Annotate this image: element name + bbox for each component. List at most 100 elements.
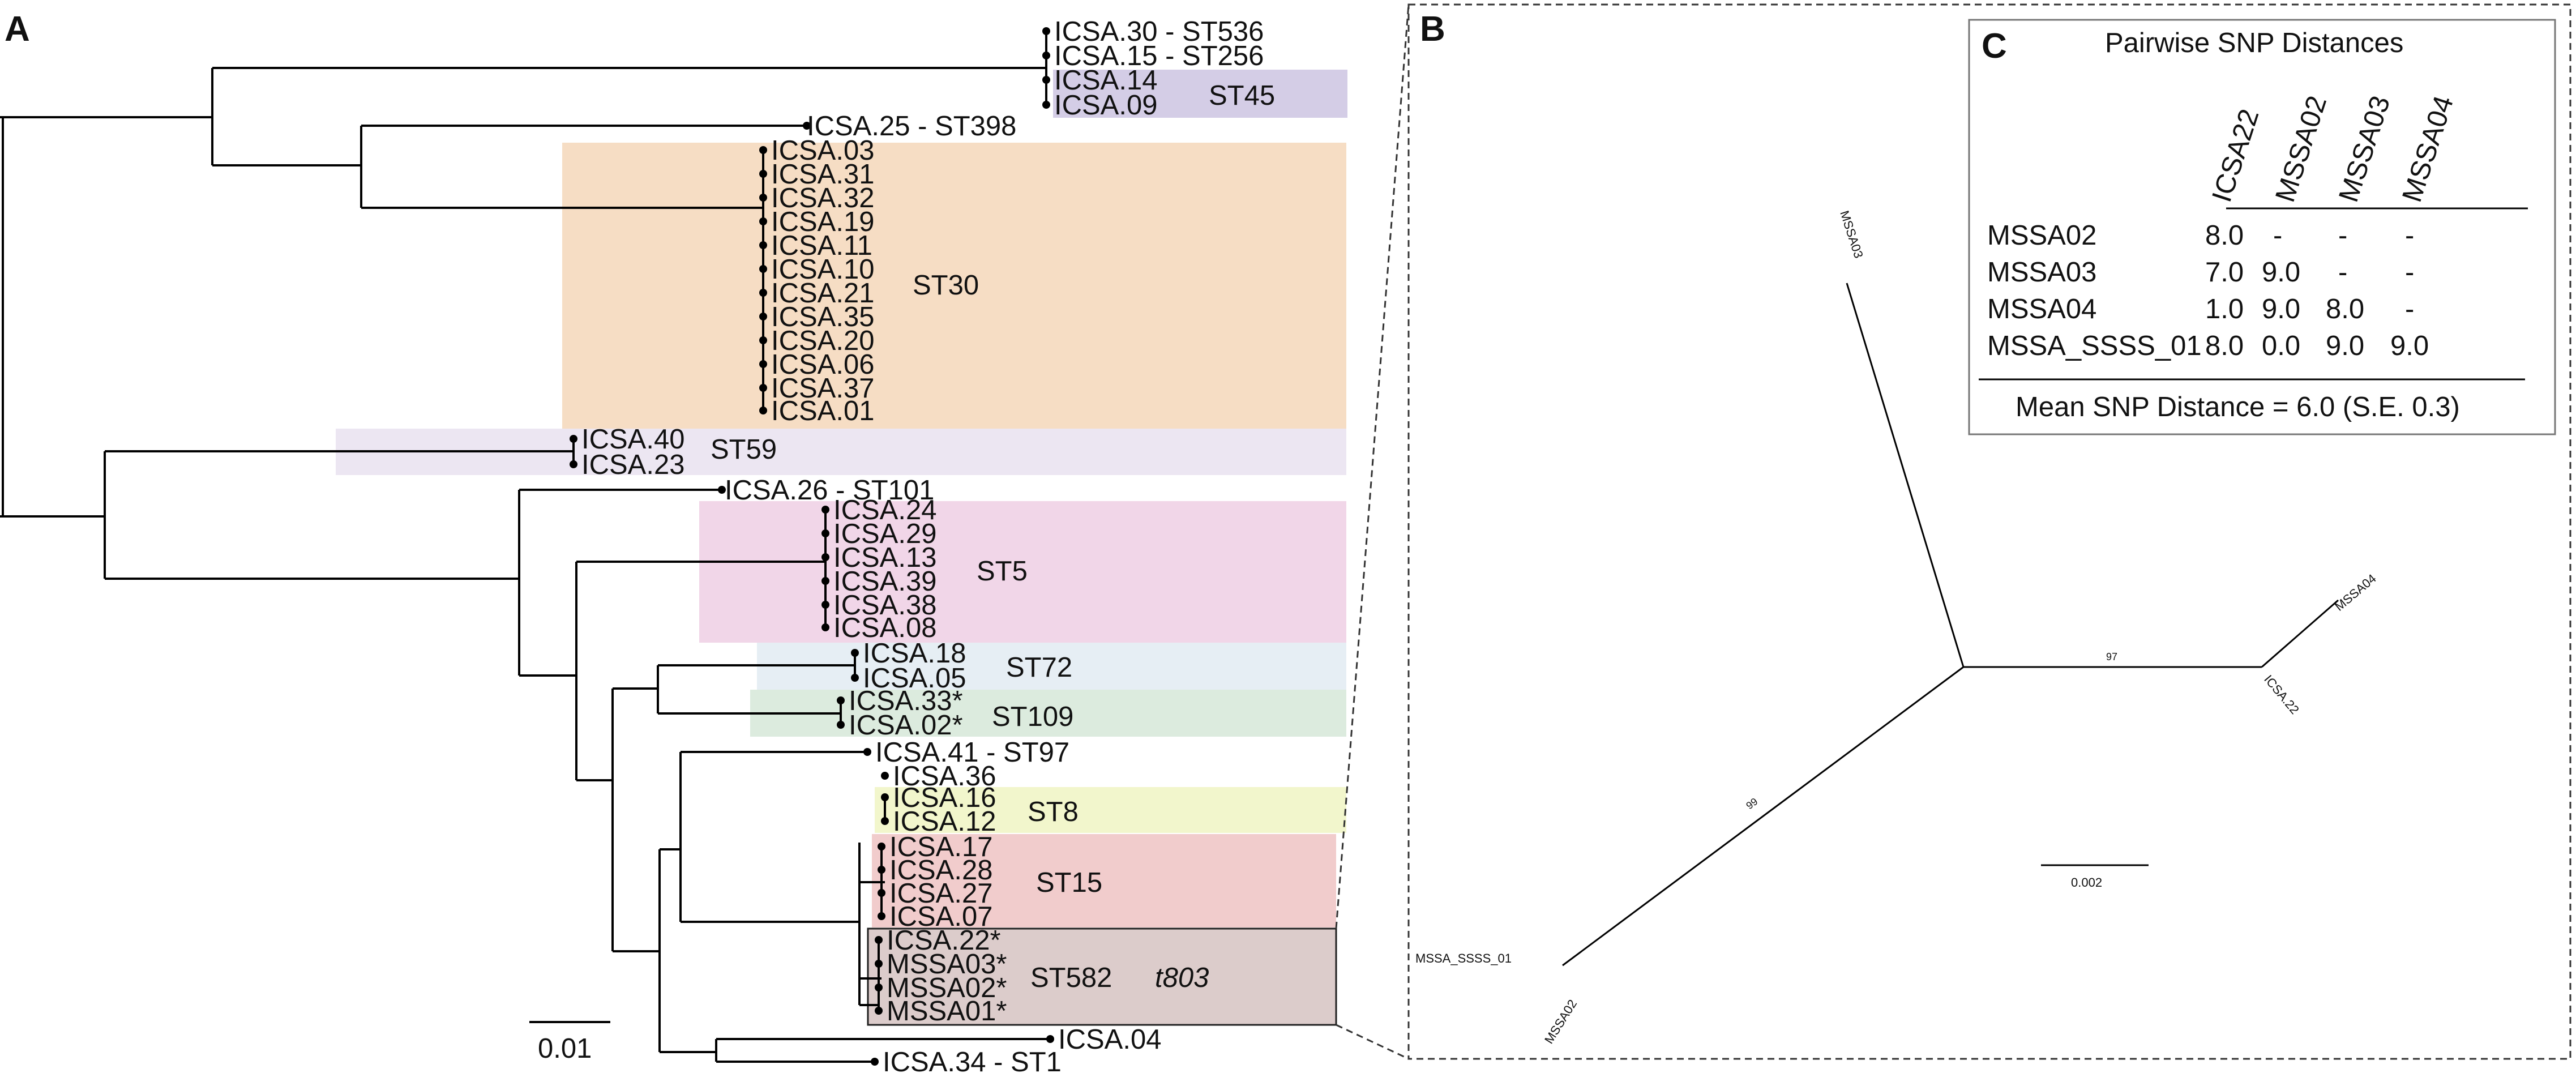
snp-cell: 8.0	[2205, 331, 2244, 361]
snp-table-title: Pairwise SNP Distances	[2105, 28, 2403, 58]
clade-label-st8: ST8	[1028, 797, 1079, 827]
node-label-icsa22: ICSA.22	[2261, 672, 2302, 717]
taxon-label: ICSA.20	[771, 326, 874, 356]
panel-a-letter: A	[5, 10, 30, 49]
taxon-label: ICSA.38	[833, 590, 936, 621]
bootstrap-label: 99	[1744, 796, 1760, 811]
snp-row-name: MSSA02	[1987, 220, 2096, 251]
taxon-label: ICSA.22*	[887, 925, 1001, 956]
taxon-label: ICSA.16	[893, 783, 996, 813]
unrooted-tree	[1562, 283, 2339, 967]
clade-box-st5	[699, 501, 1346, 643]
taxon-label: ICSA.30 - ST536	[1054, 16, 1264, 47]
taxon-label: ICSA.40	[581, 424, 684, 455]
clade-labels: ST45 ST30 ST59 ST5 ST72 ST109 ST8 ST15 S…	[711, 80, 1275, 993]
taxon-label: ICSA.17	[889, 832, 992, 862]
taxon-label: ICSA.11	[771, 230, 872, 261]
clade-box-st109	[750, 690, 1346, 737]
taxon-label: ICSA.37	[771, 373, 874, 404]
clade-box-st45	[1053, 70, 1347, 118]
scale-label-a: 0.01	[538, 1033, 592, 1064]
snp-cell: -	[2273, 220, 2282, 251]
scale-label-b: 0.002	[2071, 875, 2102, 890]
clade-box-st30	[562, 143, 1346, 429]
taxon-label: ICSA.13	[833, 542, 936, 573]
panel-b-letter: B	[1420, 10, 1445, 49]
clade-label-st30: ST30	[913, 270, 979, 301]
taxon-label: ICSA.28	[889, 855, 992, 886]
taxon-label: ICSA.12	[893, 806, 996, 837]
taxon-label: ICSA.05	[863, 663, 966, 694]
clade-box-st15	[872, 834, 1336, 927]
taxon-label: ICSA.35	[771, 302, 874, 332]
taxon-label: ICSA.23	[581, 450, 684, 480]
snp-cell: 9.0	[2326, 331, 2364, 361]
clade-label-st72: ST72	[1006, 652, 1072, 683]
taxon-label: ICSA.41 - ST97	[875, 737, 1069, 768]
taxon-label: ICSA.26 - ST101	[725, 475, 934, 506]
bootstrap-label: 97	[2106, 651, 2117, 662]
taxon-label: ICSA.03	[771, 135, 874, 166]
taxon-label: MSSA01*	[887, 996, 1007, 1027]
snp-cell: -	[2405, 220, 2414, 251]
snp-mean-footer: Mean SNP Distance = 6.0 (S.E. 0.3)	[2016, 392, 2460, 422]
zoom-connectors	[1335, 3, 2571, 1060]
snp-cell: -	[2338, 220, 2347, 251]
taxon-label: ICSA.29	[833, 519, 936, 549]
snp-cell: 7.0	[2205, 257, 2244, 288]
clade-box-st8	[875, 787, 1346, 833]
panel-c-frame	[1968, 19, 2556, 435]
panel-b-frame	[1407, 3, 2571, 1060]
clade-label-st45: ST45	[1209, 80, 1275, 111]
snp-row-name: MSSA03	[1987, 257, 2096, 288]
node-label-mssa02: MSSA02	[1542, 997, 1580, 1046]
snp-cell: 8.0	[2205, 220, 2244, 251]
taxon-label: ICSA.07	[889, 901, 992, 932]
snp-table-rows: MSSA02 8.0 - - - MSSA03 7.0 9.0 - - MSSA…	[1987, 220, 2429, 361]
taxon-label: ICSA.02*	[849, 710, 963, 741]
taxon-label: ICSA.09	[1054, 90, 1157, 121]
taxon-label: MSSA02*	[887, 973, 1007, 1003]
taxon-label: ICSA.15 - ST256	[1054, 41, 1264, 71]
taxon-label: ICSA.25 - ST398	[807, 111, 1016, 142]
clade-label-st59: ST59	[711, 434, 777, 465]
snp-row-name: MSSA_SSSS_01	[1987, 331, 2202, 361]
taxon-label: ICSA.19	[771, 207, 874, 237]
snp-cell: 9.0	[2262, 294, 2300, 324]
taxon-label: ICSA.10	[771, 254, 874, 285]
snp-row-name: MSSA04	[1987, 294, 2096, 324]
spa-type-label: t803	[1155, 963, 1209, 993]
node-label-mssa-ssss-01: MSSA_SSSS_01	[1415, 951, 1512, 965]
clade-label-st15: ST15	[1036, 867, 1102, 898]
snp-cell: -	[2338, 257, 2347, 288]
clade-box-st582	[867, 927, 1337, 1026]
snp-cell: 1.0	[2205, 294, 2244, 324]
taxon-label: ICSA.14	[1054, 65, 1157, 96]
tree-branches	[0, 31, 1050, 1063]
snp-cell: 9.0	[2262, 257, 2300, 288]
snp-cell: 0.0	[2262, 331, 2300, 361]
taxon-label: MSSA03*	[887, 949, 1007, 980]
clade-label-st582: ST582	[1030, 963, 1112, 993]
taxon-label: ICSA.21	[771, 278, 874, 309]
taxon-label: ICSA.06	[771, 349, 874, 380]
clade-label-st109: ST109	[992, 702, 1073, 732]
taxon-label: ICSA.24	[833, 495, 936, 525]
snp-cell: -	[2405, 257, 2414, 288]
taxon-label: ICSA.39	[833, 566, 936, 597]
taxon-label: ICSA.18	[863, 638, 966, 669]
taxon-label: ICSA.36	[893, 761, 996, 792]
taxon-label: ICSA.01	[771, 396, 874, 426]
taxon-label: ICSA.08	[833, 613, 936, 643]
node-label-mssa03: MSSA03	[1837, 209, 1866, 260]
taxon-label: ICSA.31	[771, 159, 874, 190]
taxon-label: ICSA.32	[771, 183, 874, 213]
panel-c-letter: C	[1982, 27, 2007, 66]
node-label-mssa04: MSSA04	[2332, 571, 2379, 614]
snp-cell: 9.0	[2390, 331, 2429, 361]
taxon-label: ICSA.33*	[849, 686, 963, 716]
snp-cell: 8.0	[2326, 294, 2364, 324]
clade-label-st5: ST5	[977, 556, 1028, 587]
taxon-label: ICSA.34 - ST1	[883, 1047, 1062, 1073]
